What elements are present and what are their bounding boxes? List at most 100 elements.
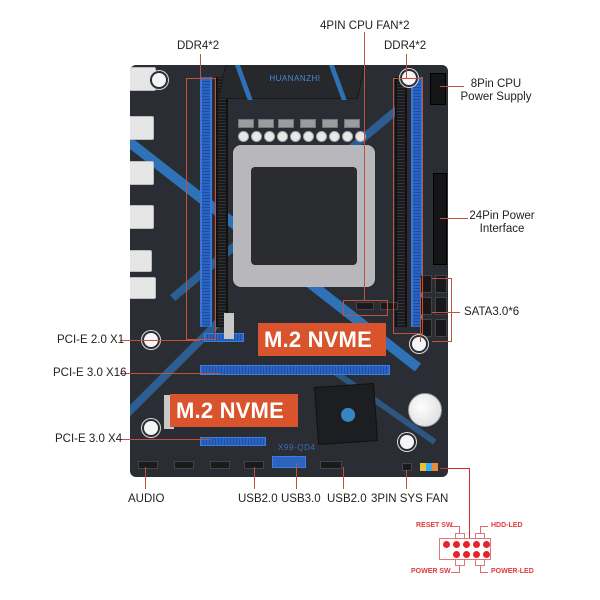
sata-port <box>435 319 447 337</box>
fp-bracket <box>475 533 485 539</box>
cpu-fan-header-2 <box>380 302 398 310</box>
fp-pin <box>453 551 460 558</box>
callout-line <box>432 312 460 314</box>
callout-line <box>254 467 256 489</box>
vrm-choke <box>238 119 254 128</box>
callout-line <box>296 463 298 489</box>
fp-bracket <box>455 560 465 566</box>
fp-pin <box>463 551 470 558</box>
capacitor <box>342 131 353 142</box>
m2-connector <box>164 395 174 429</box>
callout-box-ddr4-left <box>186 78 216 340</box>
callout-line <box>469 468 471 538</box>
fp-leader <box>459 526 460 533</box>
callout-box-ddr4-right <box>393 78 423 334</box>
callout-line <box>432 278 452 280</box>
cpu-socket-frame <box>233 145 375 287</box>
cpu-fan-header-1 <box>356 302 374 310</box>
pcie-x4-slot <box>200 437 266 446</box>
callout-line <box>364 32 366 300</box>
dimm-slot-b1 <box>395 77 407 327</box>
fp-pin <box>483 541 490 548</box>
label-power-led: POWER-LED <box>491 568 534 575</box>
fp-pin <box>443 541 450 548</box>
fp-bracket <box>475 560 485 566</box>
dimm-slot-a2 <box>216 77 228 327</box>
fp-leader <box>480 526 481 533</box>
callout-line <box>440 86 464 88</box>
cmos-battery <box>408 393 442 427</box>
vrm-choke <box>300 119 316 128</box>
rear-io-lan-port <box>130 67 156 91</box>
label-ddr4-right: DDR4*2 <box>384 40 427 52</box>
label-reset-sw: RESET SW <box>416 522 453 529</box>
mount-hole <box>152 73 166 87</box>
m2-nvme-tag-lower: M.2 NVME <box>170 394 298 427</box>
fp-leader <box>459 566 460 573</box>
decor-stripe <box>327 65 347 100</box>
capacitor <box>238 131 249 142</box>
callout-line <box>120 340 200 342</box>
label-power-sw: POWER SW <box>411 568 451 575</box>
m2-nvme-tag-upper: M.2 NVME <box>258 323 386 356</box>
fp-leader <box>451 572 460 573</box>
label-pcie-x1: PCI-E 2.0 X1 <box>57 334 125 346</box>
fp-pin <box>473 551 480 558</box>
callout-line <box>120 373 220 375</box>
m2-connector <box>224 313 234 339</box>
rear-io-audio-block <box>130 250 152 272</box>
vrm-choke <box>278 119 294 128</box>
label-usb20-b: USB2.0 <box>327 493 367 505</box>
fp-leader <box>451 526 460 527</box>
cpu-socket-cover <box>251 167 357 265</box>
callout-line <box>440 218 468 220</box>
internal-header <box>174 461 194 469</box>
callout-line <box>200 54 202 78</box>
label-pcie-x16: PCI-E 3.0 X16 <box>53 367 127 379</box>
fp-pin <box>463 541 470 548</box>
front-panel-header <box>420 463 438 471</box>
label-pcie-x4: PCI-E 3.0 X4 <box>55 433 123 445</box>
label-sata: SATA3.0*6 <box>464 306 520 318</box>
callout-line <box>440 468 470 470</box>
decor-stripe <box>233 65 253 100</box>
callout-line <box>406 54 408 78</box>
label-cpu-fan: 4PIN CPU FAN*2 <box>320 20 410 32</box>
fp-pin <box>483 551 490 558</box>
callout-line <box>145 467 147 489</box>
vrm-choke <box>322 119 338 128</box>
cpu-power-connector <box>430 73 446 105</box>
vrm-choke <box>344 119 360 128</box>
callout-box-sata <box>420 278 421 342</box>
board-model: X99-QD4 <box>278 443 316 452</box>
internal-header <box>210 461 230 469</box>
fp-leader <box>480 566 481 573</box>
chipset-logo <box>340 407 356 423</box>
capacitor <box>251 131 262 142</box>
label-atx-power-line2: Interface <box>479 223 525 236</box>
usb3-header <box>272 456 306 468</box>
label-hdd-led: HDD-LED <box>491 522 523 529</box>
mount-hole <box>412 337 426 351</box>
chipset <box>314 382 378 446</box>
capacitor <box>277 131 288 142</box>
sata-port <box>435 275 447 293</box>
pcie-x16-slot <box>200 365 390 375</box>
callout-line <box>432 341 452 343</box>
usb2-header-2 <box>320 461 342 469</box>
mount-hole <box>400 435 414 449</box>
capacitor <box>355 131 366 142</box>
rear-io-audio-jack <box>130 277 156 299</box>
fp-bracket <box>455 533 465 539</box>
rear-io-usb-port <box>130 116 154 140</box>
brand-logo: HUANANZHI <box>269 74 321 83</box>
label-usb30: USB3.0 <box>281 493 321 505</box>
rear-io-usb3-port <box>130 161 154 185</box>
fp-pin <box>473 541 480 548</box>
label-cpu-power-line2: Power Supply <box>460 91 532 104</box>
mount-hole <box>144 421 158 435</box>
label-atx-power-line1: 24Pin Power <box>469 210 535 222</box>
capacitor <box>264 131 275 142</box>
callout-line <box>120 439 210 441</box>
callout-line <box>406 470 408 489</box>
